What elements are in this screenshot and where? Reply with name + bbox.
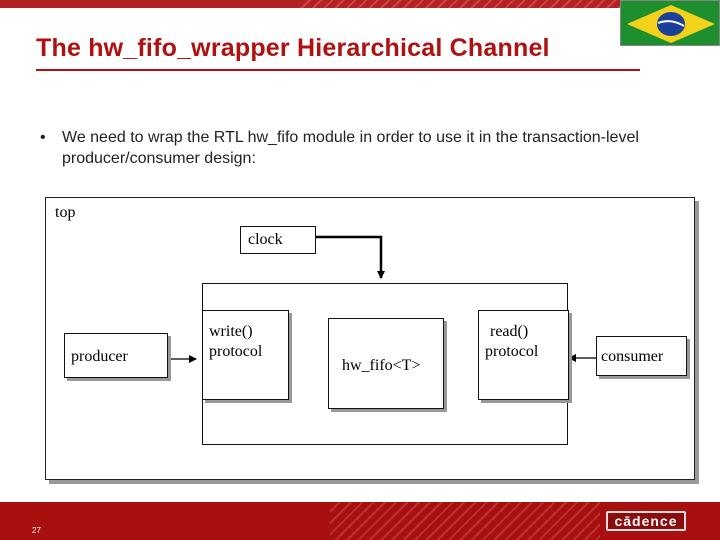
read-protocol-label-line1: read() <box>490 323 529 340</box>
write-protocol-label-line2: protocol <box>209 343 263 360</box>
top-bar <box>0 0 720 8</box>
footer-pattern <box>330 502 600 540</box>
bullet-text: We need to wrap the RTL hw_fifo module i… <box>62 129 639 167</box>
bullet-item: • We need to wrap the RTL hw_fifo module… <box>40 127 660 169</box>
producer-label: producer <box>71 348 128 365</box>
slide-title: The hw_fifo_wrapper Hierarchical Channel <box>36 34 550 62</box>
clock-box: clock <box>240 226 316 254</box>
hierarchy-diagram: top clock producer write() protocol hw_f… <box>45 197 695 480</box>
consumer-label: consumer <box>601 348 664 365</box>
brazil-flag-logo <box>620 0 720 46</box>
producer-box: producer <box>64 333 168 378</box>
footer-bar: 27 <box>0 502 720 540</box>
title-underline <box>36 69 640 71</box>
top-bar-pattern <box>300 0 620 8</box>
read-protocol-label-line2: protocol <box>485 343 539 360</box>
bullet-marker: • <box>40 129 46 146</box>
hw-fifo-label: hw_fifo<T> <box>342 357 421 374</box>
clock-label: clock <box>248 231 283 248</box>
hw-fifo-box: hw_fifo<T> <box>328 318 444 409</box>
top-label: top <box>55 204 76 221</box>
write-protocol-label-line1: write() <box>209 323 253 340</box>
page-number: 27 <box>32 526 41 535</box>
read-protocol-box: read() protocol <box>478 310 569 400</box>
consumer-box: consumer <box>596 336 687 376</box>
cadence-logo: cādence <box>606 511 686 531</box>
write-protocol-box: write() protocol <box>202 310 289 400</box>
